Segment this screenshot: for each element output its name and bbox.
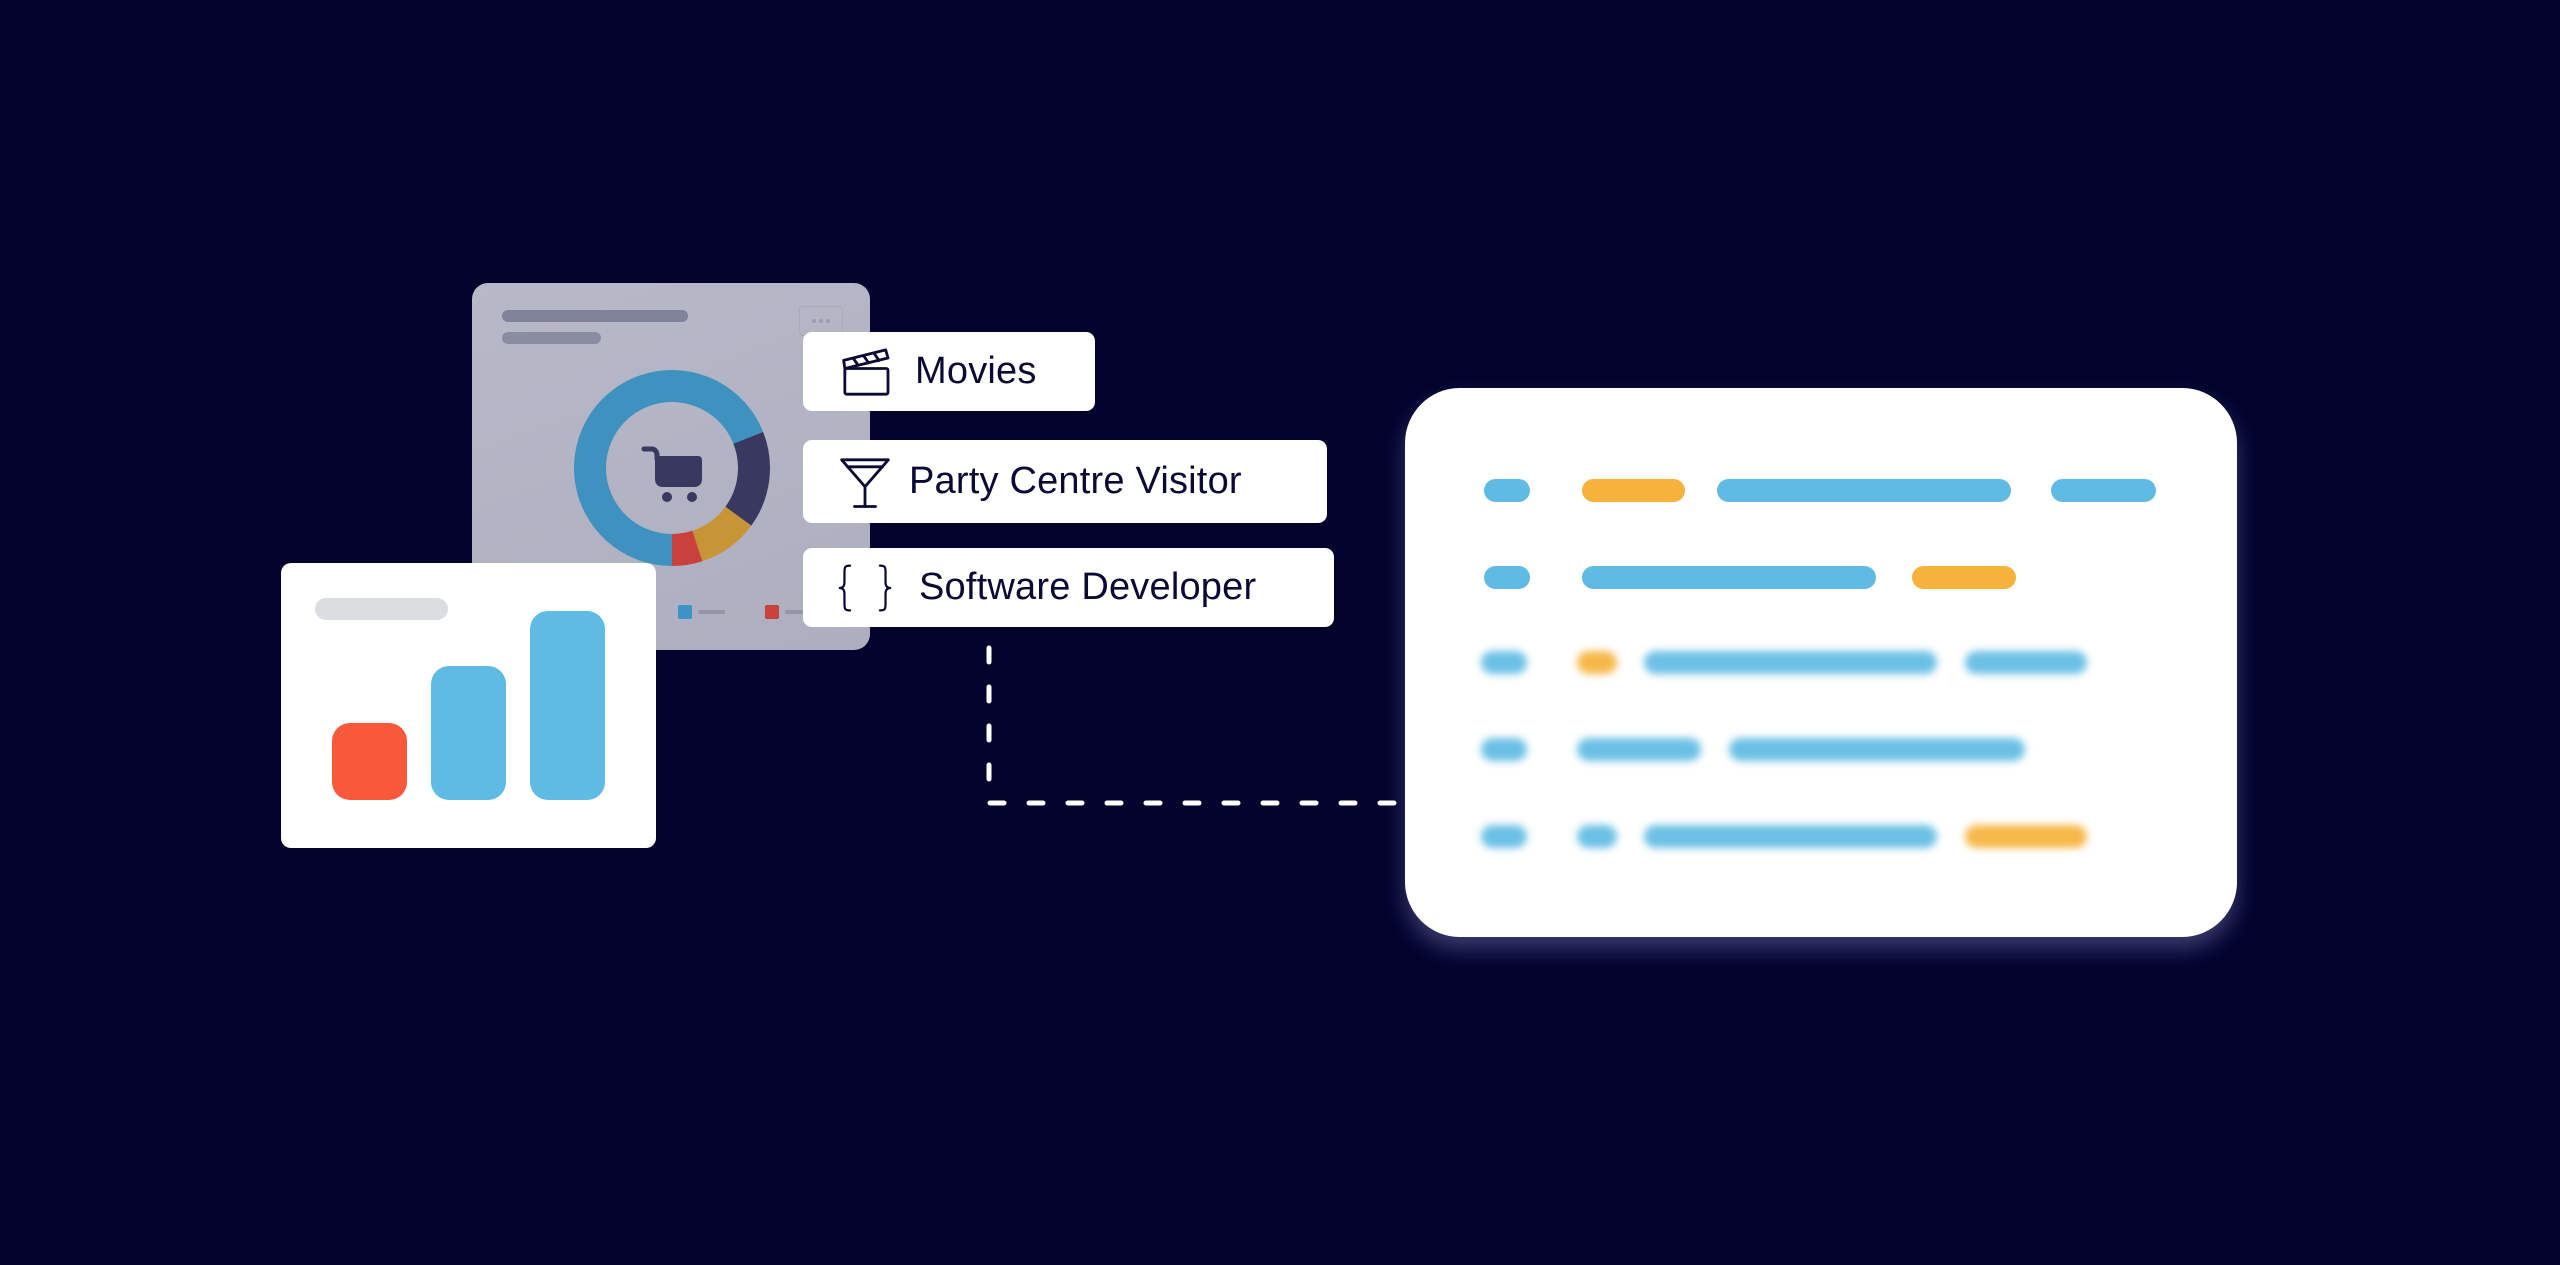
tag-party-centre-visitor[interactable]: Party Centre Visitor	[803, 440, 1327, 523]
curly-braces-icon	[831, 558, 899, 618]
donut-segment-red	[671, 530, 703, 566]
table-cell-placeholder	[1582, 566, 1876, 589]
table-cell-placeholder	[2051, 479, 2156, 502]
donut-segment-blue	[574, 370, 764, 566]
table-cell-placeholder	[1577, 738, 1701, 761]
donut-segment-navy	[725, 431, 770, 526]
bar-1	[332, 722, 407, 800]
legend-label-placeholder	[698, 610, 725, 614]
table-cell-placeholder	[1965, 651, 2087, 674]
data-table-card	[1405, 388, 2237, 937]
shopping-cart-icon	[641, 446, 702, 502]
ellipsis-dot	[826, 319, 830, 323]
donut-chart	[574, 370, 770, 566]
table-cell-placeholder	[1729, 738, 2025, 761]
legend-label-placeholder	[785, 610, 812, 614]
card-title-placeholder	[315, 598, 448, 620]
table-row	[1405, 738, 2237, 761]
tag-movies[interactable]: Movies	[803, 332, 1095, 411]
table-cell-placeholder	[1717, 479, 2011, 502]
table-cell-placeholder	[1644, 825, 1937, 848]
legend-swatch-red	[765, 605, 779, 619]
table-cell-placeholder	[1912, 566, 2016, 589]
tag-label: Movies	[915, 350, 1037, 392]
table-cell-placeholder	[1577, 825, 1617, 848]
table-row	[1405, 479, 2237, 502]
table-row	[1405, 825, 2237, 848]
table-row	[1405, 566, 2237, 589]
bar-chart-card	[281, 563, 656, 848]
table-cell-placeholder	[1644, 651, 1937, 674]
dashed-connector-line	[986, 645, 1408, 806]
table-cell-placeholder	[1577, 651, 1617, 674]
table-cell-placeholder	[1481, 651, 1527, 674]
table-cell-placeholder	[1965, 825, 2087, 848]
table-row	[1405, 651, 2237, 674]
tag-software-developer[interactable]: Software Developer	[803, 548, 1334, 627]
table-cell-placeholder	[1484, 479, 1530, 502]
table-cell-placeholder	[1481, 738, 1527, 761]
table-cell-placeholder	[1582, 479, 1685, 502]
donut-segment-gold	[691, 506, 752, 562]
tag-label: Party Centre Visitor	[909, 460, 1242, 502]
table-cell-placeholder	[1484, 566, 1530, 589]
ellipsis-dot	[819, 319, 823, 323]
table-cell-placeholder	[1481, 825, 1527, 848]
bar-2	[431, 665, 506, 800]
bar-3	[530, 611, 605, 800]
card-title-placeholder	[502, 310, 688, 322]
card-subtitle-placeholder	[502, 332, 601, 344]
tag-label: Software Developer	[919, 566, 1257, 608]
cocktail-glass-icon	[835, 452, 895, 512]
legend-swatch-blue	[678, 605, 692, 619]
ellipsis-icon	[812, 319, 816, 323]
clapperboard-icon	[837, 342, 897, 402]
